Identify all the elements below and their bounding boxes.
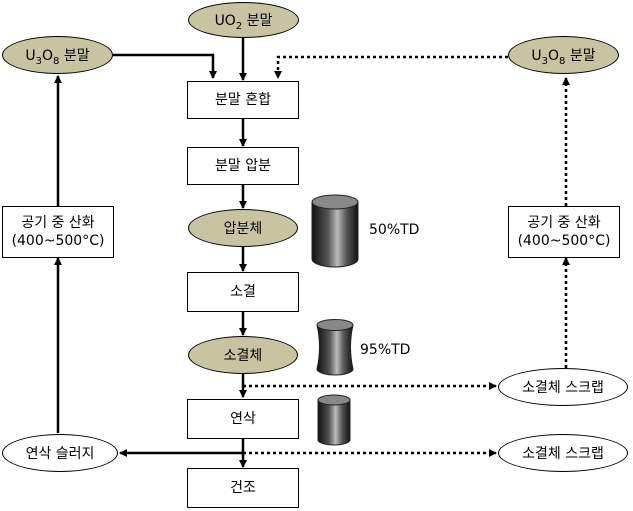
scrap-upper-label: 소결체 스크랩	[522, 380, 604, 396]
oxidation-right-line1: 공기 중 산화	[527, 215, 601, 231]
ground-pellet-cylinder-icon	[317, 394, 351, 446]
powder-pressing-box: 분말 압분	[187, 147, 299, 185]
uo2-suffix: 분말	[242, 13, 273, 29]
oxidation-left-line2: (400~500°C)	[11, 233, 105, 249]
powder-pressing-label: 분말 압분	[215, 158, 271, 174]
powder-mixing-box: 분말 혼합	[187, 81, 299, 119]
u3o8-left-sub2: 8	[53, 56, 60, 67]
green-pellet-node: 압분체	[188, 209, 298, 247]
u3o8-powder-left-node: U3O8 분말	[2, 36, 113, 74]
sintered-pellet-node: 소결체	[188, 336, 298, 374]
powder-mixing-label: 분말 혼합	[215, 92, 271, 108]
u3o8-left-u: U	[25, 48, 36, 64]
arrow-right-u3o8-to-mixing	[274, 55, 508, 79]
sintered-pellet-label: 소결체	[223, 348, 263, 364]
sintered-scrap-upper-node: 소결체 스크랩	[498, 368, 628, 406]
u3o8-right-o: O	[548, 48, 560, 64]
uo2-subscript: 2	[235, 21, 243, 32]
sintering-label: 소결	[230, 284, 256, 300]
grinding-sludge-label: 연삭 슬러지	[25, 446, 95, 462]
density-sintered-label: 95%TD	[360, 342, 411, 358]
u3o8-left-sub1: 3	[35, 56, 42, 67]
u3o8-left-o: O	[42, 48, 54, 64]
uo2-formula-prefix: UO	[214, 13, 236, 29]
oxidation-right-line2: (400~500°C)	[517, 233, 611, 249]
u3o8-left-suffix: 분말	[59, 48, 90, 64]
uo2-label: UO2 분말	[214, 10, 273, 32]
grinding-sludge-node: 연삭 슬러지	[2, 434, 118, 472]
sintered-scrap-lower-node: 소결체 스크랩	[498, 434, 628, 472]
oxidation-left-line1: 공기 중 산화	[21, 215, 95, 231]
grinding-label: 연삭	[230, 411, 256, 427]
density-green-label: 50%TD	[369, 222, 420, 238]
u3o8-powder-right-node: U3O8 분말	[508, 36, 619, 74]
air-oxidation-right-box: 공기 중 산화 (400~500°C)	[508, 206, 620, 258]
scrap-lower-label: 소결체 스크랩	[522, 446, 604, 462]
uo2-powder-node: UO2 분말	[188, 2, 299, 38]
u3o8-right-u: U	[531, 48, 542, 64]
drying-box: 건조	[187, 468, 299, 508]
u3o8-right-sub1: 3	[541, 56, 548, 67]
u3o8-right-suffix: 분말	[565, 48, 596, 64]
u3o8-right-label: U3O8 분말	[531, 45, 596, 67]
green-pellet-cylinder-icon	[311, 194, 359, 268]
air-oxidation-left-box: 공기 중 산화 (400~500°C)	[2, 206, 114, 258]
grinding-box: 연삭	[187, 399, 299, 439]
green-pellet-label: 압분체	[223, 221, 263, 237]
u3o8-left-label: U3O8 분말	[25, 45, 90, 67]
drying-label: 건조	[230, 480, 256, 496]
sintered-pellet-cylinder-icon	[316, 319, 354, 376]
sintering-box: 소결	[187, 272, 299, 312]
arrow-left-u3o8-to-mixing	[113, 53, 217, 79]
u3o8-right-sub2: 8	[559, 56, 566, 67]
